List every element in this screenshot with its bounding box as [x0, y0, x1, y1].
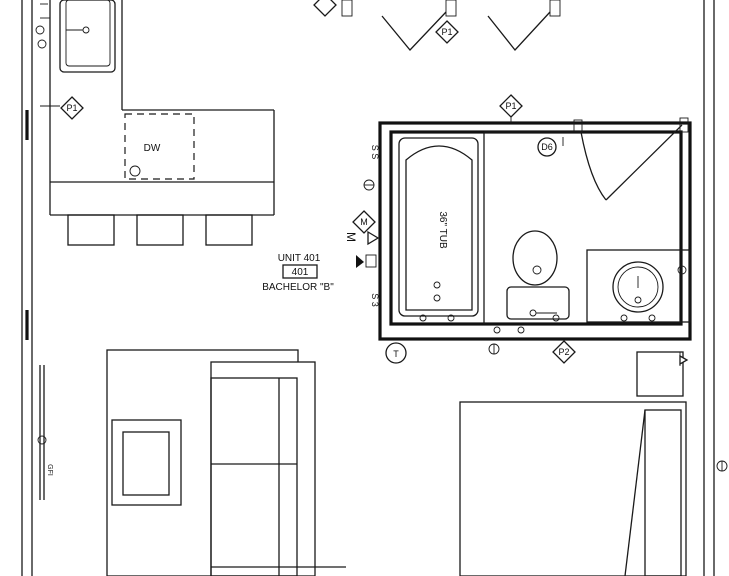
- vanity: [586, 249, 691, 323]
- coffee-table: [111, 419, 182, 506]
- outlet-marks-bathroom: S S S 3: [363, 145, 380, 307]
- tag-t-label: T: [393, 349, 399, 359]
- outlet-marks-south: [419, 314, 656, 355]
- sofa: [210, 361, 346, 576]
- top-door-swings: [341, 0, 561, 51]
- tag-p1-bathroom: P1: [499, 94, 523, 123]
- outlet-marks-kitchen: [35, 3, 60, 107]
- tag-top-left: [313, 0, 337, 17]
- tag-m-label: M: [360, 217, 368, 227]
- dishwasher-label: DW: [144, 143, 161, 154]
- unit-label: UNIT 401 401 BACHELOR "B": [262, 253, 334, 293]
- right-exterior-wall: [703, 0, 715, 576]
- tag-p1-bathroom-label: P1: [505, 101, 516, 111]
- tag-p2: P2: [552, 340, 576, 364]
- tag-t: T: [385, 342, 407, 364]
- tag-d6-label: D6: [541, 142, 553, 152]
- bathroom-walls: [378, 121, 692, 341]
- unit-type: BACHELOR "B": [262, 282, 334, 293]
- bathroom-door: [573, 117, 689, 201]
- outlet-right: [716, 460, 728, 472]
- outlet-mark-s3: S 3: [370, 293, 380, 307]
- unit-name: UNIT 401: [278, 253, 321, 264]
- left-exterior-wall: [21, 0, 33, 576]
- tag-d6: D6: [537, 137, 564, 157]
- bathtub: 36" TUB: [398, 137, 479, 317]
- bar-stools: [67, 214, 253, 246]
- bathtub-label: 36" TUB: [437, 211, 448, 249]
- dishwasher: DW: [124, 113, 195, 180]
- tag-p1-kitchen: P1: [60, 96, 84, 120]
- bed: [459, 401, 687, 576]
- unit-number: 401: [292, 267, 309, 278]
- tag-p1-top-label: P1: [441, 27, 452, 37]
- tag-p1-top: P1: [435, 20, 459, 44]
- tag-p2-label: P2: [558, 347, 569, 357]
- tag-p1-kitchen-label: P1: [66, 103, 77, 113]
- gfi-label: GFI: [46, 464, 53, 476]
- tag-m: M M: [344, 210, 380, 268]
- nightstand: [636, 351, 689, 397]
- m-symbol: M: [344, 232, 358, 242]
- gfi-outlet: GFI: [37, 365, 53, 500]
- outlet-mark-ss: S S: [370, 145, 380, 160]
- toilet: [506, 230, 570, 320]
- kitchen-sink: [59, 0, 116, 73]
